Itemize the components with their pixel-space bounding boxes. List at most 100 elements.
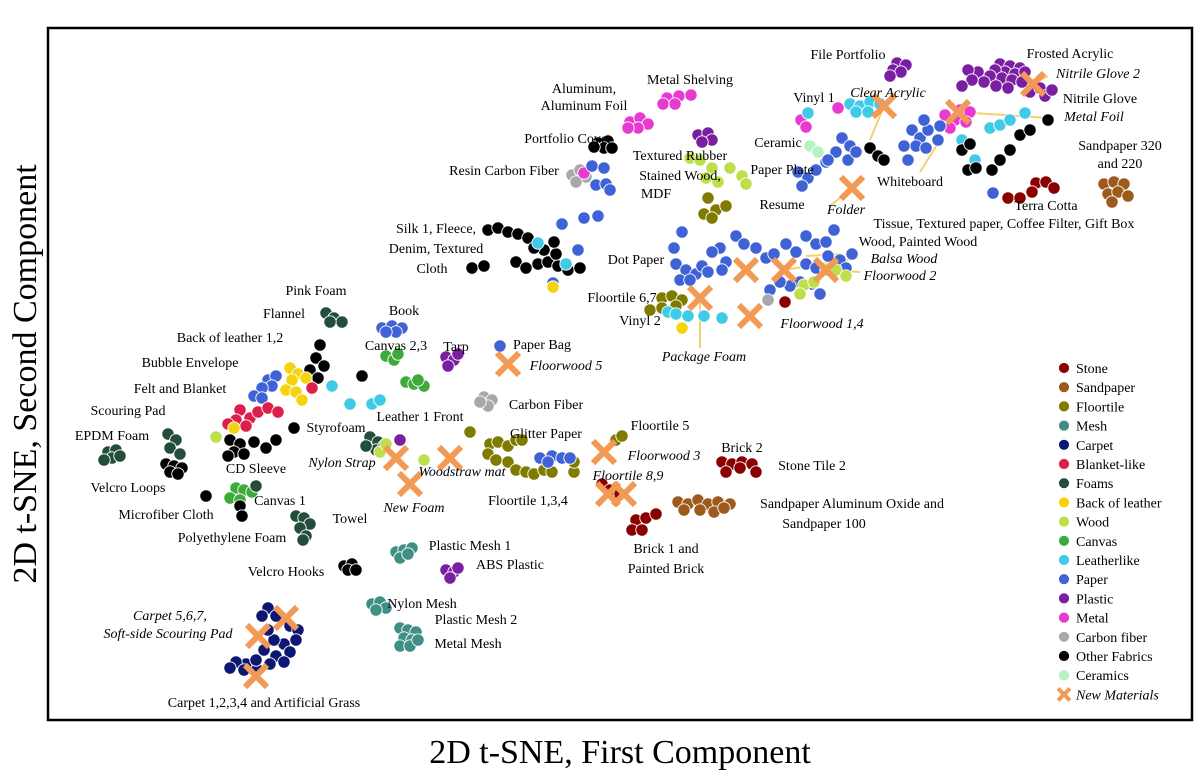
label-dot-paper: Dot Paper [608, 253, 665, 268]
new-material-marker-folder-3 [838, 174, 866, 202]
label-vinyl-1: Vinyl 1 [793, 91, 835, 106]
point-paper-28-27 [845, 247, 859, 261]
new-material-marker-carpet-5-6-7-soft-side-scouring-pad-16 [244, 622, 272, 650]
point-paper-41-0 [493, 339, 507, 353]
point-foams-35-3 [323, 315, 337, 329]
legend-label-other-fabrics: Other Fabrics [1076, 650, 1153, 665]
point-paper-18-3 [821, 153, 835, 167]
label-portfolio-cover: Portfolio Cover [524, 132, 612, 147]
label-floortile-5: Floortile 5 [631, 419, 690, 434]
legend-label-back-of-leather: Back of leather [1076, 496, 1162, 511]
label-glitter-paper: Glitter Paper [510, 427, 582, 442]
point-paper-28-12 [737, 237, 751, 251]
new-material-marker-nylon-strap-11 [382, 444, 410, 472]
point-other-fabrics-24-7 [509, 255, 523, 269]
legend: StoneSandpaperFloortileMeshCarpetBlanket… [1056, 362, 1162, 703]
legend-label-carbon-fiber: Carbon fiber [1076, 631, 1147, 646]
legend-label-ceramics: Ceramics [1076, 669, 1129, 684]
point-paper-28-17 [789, 245, 803, 259]
point-paper-28-29 [813, 287, 827, 301]
legend-item-carpet: Carpet [1058, 439, 1113, 454]
legend-item-sandpaper: Sandpaper [1058, 381, 1135, 396]
point-stone-22-3 [1025, 185, 1039, 199]
point-blanket-like-43-5 [271, 405, 285, 419]
point-ceramics-17-1 [811, 145, 825, 159]
point-floortile-56-0 [463, 425, 477, 439]
label-stained-wood: Stained Wood, [639, 169, 721, 184]
label-velcro-hooks: Velcro Hooks [248, 565, 325, 580]
point-paper-28-16 [779, 237, 793, 251]
point-plastic-40-3 [451, 347, 465, 361]
point-carbon-fiber-46-3 [473, 395, 487, 409]
point-paper-18-5 [849, 145, 863, 159]
point-blanket-like-43-8 [239, 419, 253, 433]
point-paper-19-6 [931, 133, 945, 147]
point-back-of-leather-38-6 [295, 393, 309, 407]
label-woodstraw-mat: Woodstraw mat [418, 465, 506, 480]
point-paper-28-35 [715, 263, 729, 277]
point-stone-58-6 [749, 465, 763, 479]
point-other-fabrics-20-11 [1023, 123, 1037, 137]
point-wood-49-0 [209, 430, 223, 444]
point-other-fabrics-20-8 [993, 153, 1007, 167]
point-other-fabrics-20-6 [969, 161, 983, 175]
point-other-fabrics-48-3 [237, 447, 251, 461]
label-plastic-mesh-1: Plastic Mesh 1 [429, 539, 511, 554]
point-other-fabrics-24-14 [549, 247, 563, 261]
label-floortile-8-9: Floortile 8,9 [592, 469, 664, 484]
label-file-portfolio: File Portfolio [810, 48, 885, 63]
x-axis-title: 2D t-SNE, First Component [429, 734, 811, 771]
point-other-fabrics-20-12 [1041, 113, 1055, 127]
legend-label-paper: Paper [1076, 573, 1108, 588]
label-bubble-envelope: Bubble Envelope [142, 356, 239, 371]
point-leatherlike-25-0 [531, 236, 545, 250]
point-wood-14-1 [693, 153, 707, 167]
point-stone-64-7 [635, 523, 649, 537]
legend-item-foams: Foams [1058, 477, 1113, 492]
legend-item-floortile: Floortile [1058, 400, 1124, 415]
point-plastic-1-13 [977, 75, 991, 89]
point-foams-51-3 [173, 447, 187, 461]
point-metal-8-4 [621, 121, 635, 135]
legend-label-new-materials: New Materials [1075, 688, 1159, 703]
point-plastic-1-15 [955, 79, 969, 93]
label-sandpaper-aluminum-oxide-and: Sandpaper Aluminum Oxide and [760, 497, 944, 512]
label-polyethylene-foam: Polyethylene Foam [178, 531, 287, 546]
point-foams-60-0 [249, 479, 263, 493]
point-floortile-56-8 [501, 455, 515, 469]
label-epdm-foam: EPDM Foam [75, 429, 149, 444]
point-stone-34-0 [778, 295, 792, 309]
point-back-of-leather-27-0 [546, 280, 560, 294]
label-microfiber-cloth: Microfiber Cloth [118, 508, 213, 523]
point-stone-58-5 [733, 461, 747, 475]
point-other-fabrics-20-0 [863, 141, 877, 155]
point-plastic-1-14 [965, 73, 979, 87]
label-sandpaper-320: Sandpaper 320 [1078, 139, 1162, 154]
point-other-fabrics-24-6 [477, 259, 491, 273]
point-sandpaper-21-5 [1121, 189, 1135, 203]
legend-item-back-of-leather: Back of leather [1058, 496, 1162, 511]
legend-label-carpet: Carpet [1076, 439, 1113, 454]
point-sandpaper-63-6 [677, 503, 691, 517]
label-and-220: and 220 [1098, 157, 1143, 172]
point-mesh-66-4 [401, 547, 415, 561]
point-other-fabrics-61-2 [235, 509, 249, 523]
label-plastic-mesh-2: Plastic Mesh 2 [435, 613, 517, 628]
point-plastic-1-17 [1001, 81, 1015, 95]
point-stone-58-4 [719, 465, 733, 479]
point-back-of-leather-38-3 [285, 373, 299, 387]
point-wood-14-2 [705, 161, 719, 175]
legend-label-metal: Metal [1076, 612, 1109, 627]
label-sandpaper-100: Sandpaper 100 [782, 517, 866, 532]
label-aluminum: Aluminum, [552, 82, 616, 97]
point-wood-14-4 [711, 175, 725, 189]
label-nylon-strap: Nylon Strap [307, 456, 375, 471]
point-canvas-39-2 [391, 347, 405, 361]
label-floorwood-1-4: Floorwood 1,4 [779, 317, 863, 332]
new-material-marker-floorwood-2-5 [812, 256, 840, 284]
new-material-marker-nitrile-glove-2-0 [1019, 70, 1047, 98]
point-paper-28-21 [827, 223, 841, 237]
point-plastic-67-3 [451, 561, 465, 575]
point-paper-18-0 [835, 131, 849, 145]
